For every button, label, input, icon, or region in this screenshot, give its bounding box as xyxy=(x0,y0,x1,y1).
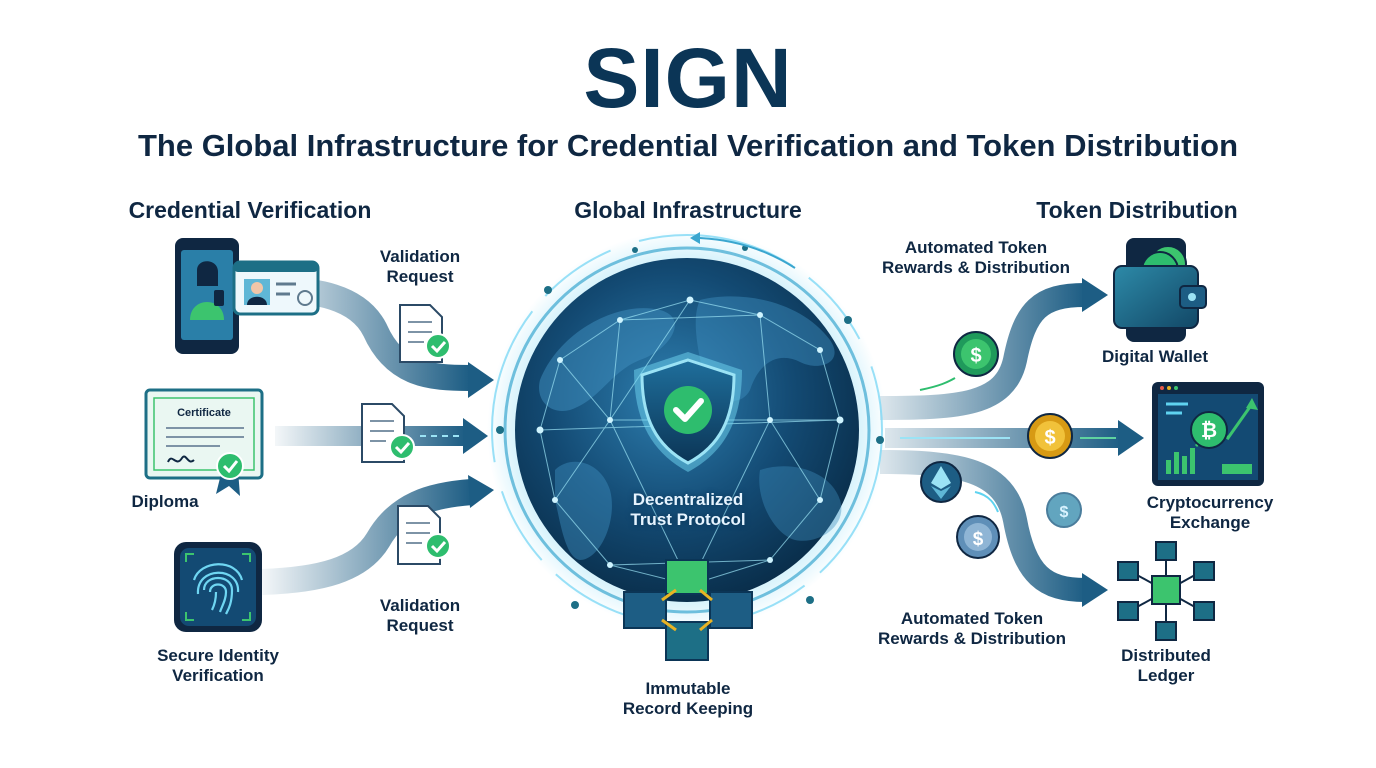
bitcoin-icon: ₿ xyxy=(1190,411,1228,449)
document-check-icon xyxy=(361,403,415,463)
document-check-icon xyxy=(397,505,451,565)
dollar-coin-icon: $ xyxy=(953,331,999,377)
svg-text:$: $ xyxy=(1044,427,1055,449)
digital-wallet-label: Digital Wallet xyxy=(1101,347,1209,366)
right-flow-top xyxy=(879,278,1108,420)
blockchain-cubes-icon xyxy=(623,559,753,661)
trust-protocol-label: Decentralized Trust Protocol xyxy=(630,490,746,529)
wallet-icon xyxy=(1113,238,1207,342)
id-card-icon xyxy=(232,260,320,316)
dollar-coin-icon: $ xyxy=(1027,413,1073,459)
svg-text:$: $ xyxy=(970,345,981,367)
diploma-label: Diploma xyxy=(131,492,199,511)
record-keeping-label: Immutable Record Keeping xyxy=(622,679,754,718)
crypto-exchange-label: Cryptocurrency Exchange xyxy=(1146,493,1274,532)
secure-identity-label: Secure Identity Verification xyxy=(157,646,279,685)
smartphone-id-icon xyxy=(175,238,239,354)
svg-text:₿: ₿ xyxy=(1201,420,1217,442)
page-title: SIGN xyxy=(583,31,793,125)
page-subtitle: The Global Infrastructure for Credential… xyxy=(137,128,1239,163)
section-global-infrastructure: Global Infrastructure xyxy=(574,197,802,223)
shield-check-icon xyxy=(634,352,742,472)
dollar-coin-icon: $ xyxy=(956,515,1000,559)
section-credential-verification: Credential Verification xyxy=(128,197,372,223)
validation-request-top-label: Validation Request xyxy=(379,247,461,286)
svg-text:$: $ xyxy=(973,529,984,550)
distributed-ledger-label: Distributed Ledger xyxy=(1121,646,1211,685)
certificate-title: Certificate xyxy=(177,407,231,419)
rewards-top-label: Automated Token Rewards & Distribution xyxy=(882,238,1070,277)
ledger-network-icon xyxy=(1117,541,1215,641)
svg-text:$: $ xyxy=(1060,504,1069,521)
fingerprint-icon xyxy=(174,542,262,632)
left-flow-bottom xyxy=(261,475,494,595)
validation-request-bottom-label: Validation Request xyxy=(379,596,461,635)
section-token-distribution: Token Distribution xyxy=(1036,197,1238,223)
dollar-coin-icon: $ xyxy=(1046,492,1082,528)
rewards-bottom-label: Automated Token Rewards & Distribution xyxy=(878,609,1066,648)
certificate-icon xyxy=(144,388,264,496)
document-check-icon xyxy=(399,304,451,363)
ethereum-coin-icon xyxy=(920,461,962,503)
right-flow-middle xyxy=(885,420,1144,456)
